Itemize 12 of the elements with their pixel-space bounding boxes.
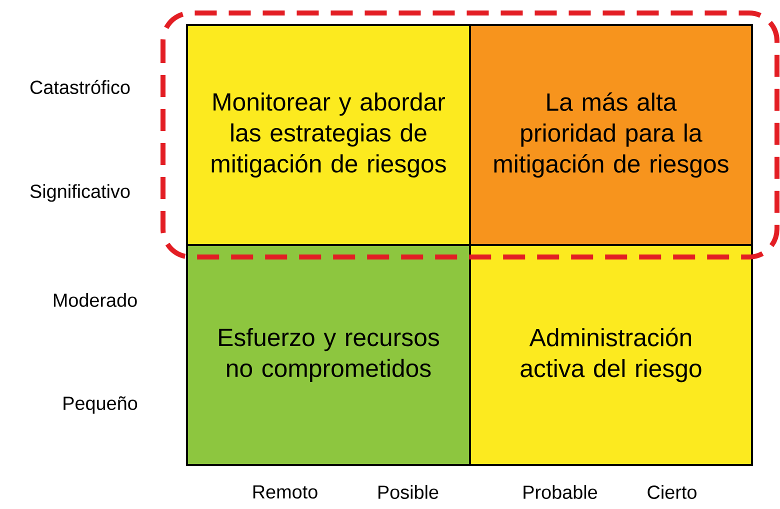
quadrant-box: La más alta prioridad para la mitigación de riesgos bbox=[469, 24, 753, 246]
quadrant-box: Esfuerzo y recursos no comprometidos bbox=[186, 244, 471, 466]
axis-label: Catastrófico bbox=[30, 80, 130, 94]
axis-label: Probable bbox=[524, 485, 598, 499]
axis-label: Cierto bbox=[648, 485, 696, 499]
axis-label: Significativo bbox=[30, 184, 130, 202]
axis-label: Posible bbox=[378, 485, 438, 499]
quadrant-box: Monitorear y abordar las estrategias de mitigación de riesgos bbox=[186, 24, 471, 246]
axis-label: Pequeño bbox=[64, 396, 138, 414]
quadrant-box: Administración activa del riesgo bbox=[469, 244, 753, 466]
axis-label: Remoto bbox=[253, 485, 318, 499]
axis-label: Moderado bbox=[54, 293, 137, 307]
